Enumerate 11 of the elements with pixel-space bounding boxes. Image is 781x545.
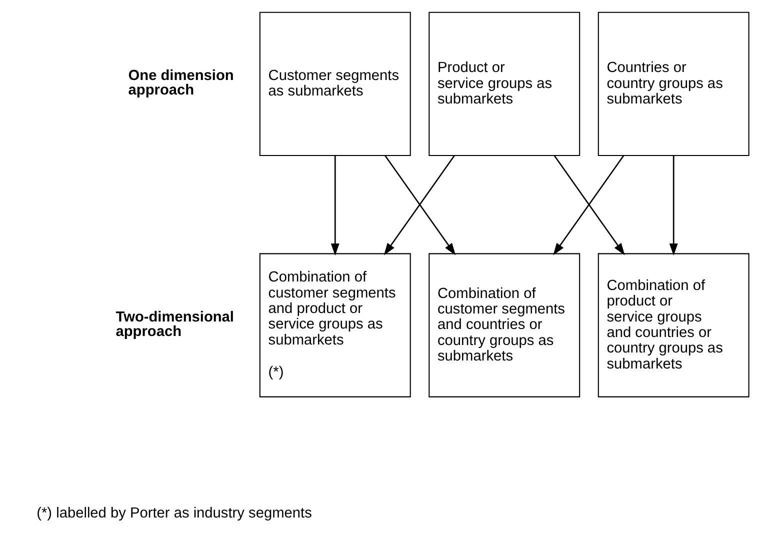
node-box: Product or service groups as submarkets <box>428 12 580 156</box>
node-box: Combination of customer segments and product or service groups as submarkets (*) <box>259 253 411 398</box>
label: One dimension approach <box>128 68 234 99</box>
node-box: Combination of customer segments and countries or country groups as submarkets <box>428 253 580 398</box>
node-box: Countries or country groups as submarkets <box>598 12 750 156</box>
node-box: Customer segments as submarkets <box>259 12 411 156</box>
label: (*) labelled by Porter as industry segments <box>36 506 312 522</box>
label: Two-dimensional approach <box>116 309 234 340</box>
node-box: Combination of product or service groups and countries or country groups as submarkets <box>598 253 750 398</box>
arrow <box>330 156 340 256</box>
arrow <box>669 156 678 256</box>
